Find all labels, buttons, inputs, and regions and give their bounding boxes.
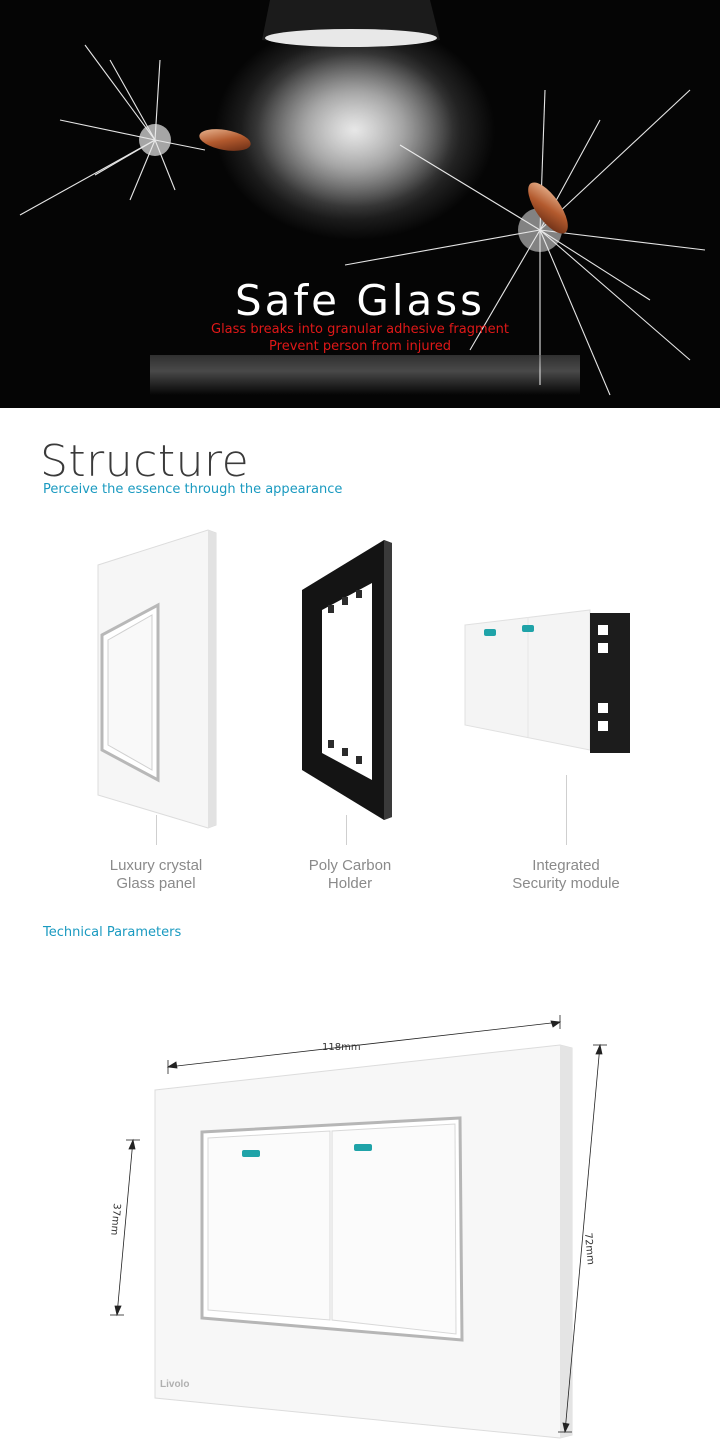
- security-module-image: [460, 605, 640, 755]
- height-label: 72mm: [582, 1232, 596, 1265]
- hero-subtitle-line1: Glass breaks into granular adhesive frag…: [211, 322, 509, 337]
- module-label: Integrated Security module: [512, 857, 620, 892]
- left-crack: [19, 44, 206, 216]
- poly-carbon-holder-image: [292, 535, 397, 820]
- width-dimension: [166, 1015, 562, 1074]
- glass-panel-label: Luxury crystal Glass panel: [109, 857, 203, 892]
- structure-subtitle: Perceive the essence through the appeara…: [43, 482, 343, 497]
- hero-title: Safe Glass: [234, 276, 486, 325]
- switch-height-dimension: [110, 1138, 140, 1317]
- technical-parameters-heading: Technical Parameters: [43, 925, 182, 940]
- indicator-light-2: [522, 625, 534, 632]
- structure-title: Structure: [40, 436, 250, 487]
- floor-reflection: [150, 355, 580, 395]
- indicator-light-left: [242, 1150, 260, 1157]
- height-dimension: [558, 1043, 607, 1434]
- switch-rocker-left: [207, 1130, 331, 1321]
- indicator-light-right: [354, 1144, 372, 1151]
- glass-panel-image: [90, 525, 220, 830]
- shattered-glass-illustration: [19, 0, 706, 396]
- brand-mark: Livolo: [160, 1379, 189, 1390]
- switch-rocker-right: [331, 1123, 457, 1335]
- right-crack: [344, 89, 706, 396]
- safe-glass-banner: Safe Glass Glass breaks into granular ad…: [0, 0, 720, 408]
- dimension-drawing: Livolo 118mm 72mm 37mm: [108, 1015, 607, 1439]
- module-leader: [566, 775, 567, 845]
- indicator-light-1: [484, 629, 496, 636]
- switch-height-label: 37mm: [108, 1203, 122, 1236]
- lamp-bulb-rim: [265, 29, 437, 47]
- holder-leader: [346, 815, 347, 845]
- bullet-right: [528, 182, 568, 234]
- bullet-left: [199, 129, 251, 151]
- width-label: 118mm: [322, 1042, 361, 1053]
- holder-label: Poly Carbon Holder: [308, 857, 392, 892]
- glass-panel-leader: [156, 815, 157, 845]
- hero-subtitle-line2: Prevent person from injured: [269, 339, 451, 354]
